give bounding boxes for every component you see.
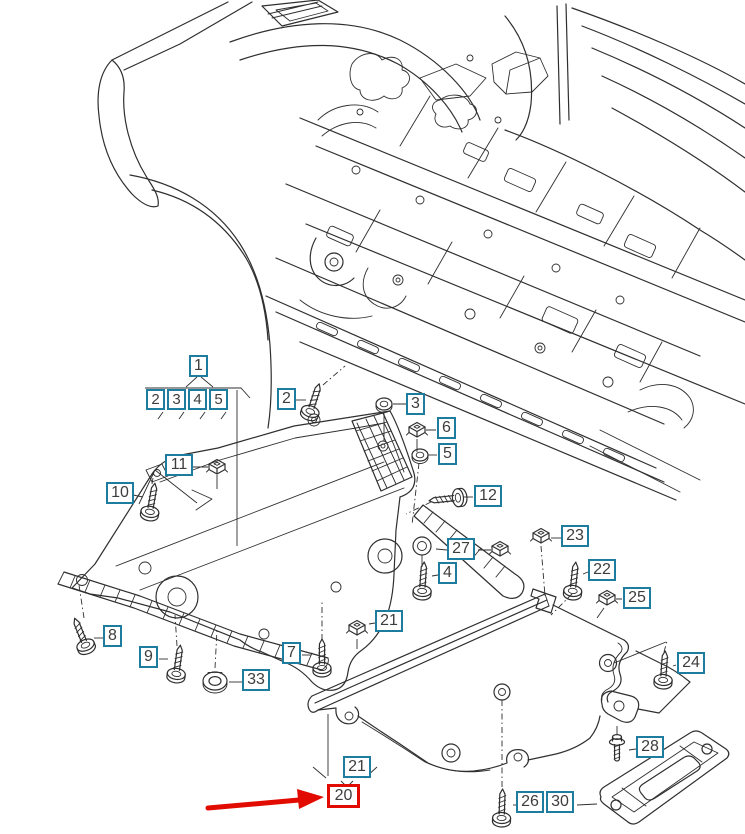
- callout-33[interactable]: 33: [242, 669, 270, 691]
- callout-6[interactable]: 6: [437, 417, 456, 439]
- callout-24[interactable]: 24: [677, 652, 705, 674]
- car-body-art: [97, 0, 745, 501]
- rear-underbody-panel[interactable]: [307, 588, 691, 773]
- callout-2[interactable]: 2: [277, 388, 296, 410]
- callout-28[interactable]: 28: [636, 736, 664, 758]
- edge-trim-strip: [307, 593, 550, 713]
- callout-8[interactable]: 8: [103, 625, 122, 647]
- callout-3[interactable]: 3: [167, 389, 186, 410]
- floor-detail-shapes: [326, 142, 657, 368]
- callout-10[interactable]: 10: [106, 482, 134, 504]
- mesh-grille: [351, 412, 413, 492]
- rocker-slot-details: [316, 321, 625, 463]
- callout-7[interactable]: 7: [282, 642, 301, 664]
- callout-4[interactable]: 4: [188, 389, 207, 410]
- callout-12[interactable]: 12: [474, 485, 502, 507]
- callout-5[interactable]: 5: [209, 389, 228, 410]
- callout-27[interactable]: 27: [447, 538, 475, 560]
- floor-holes: [351, 165, 625, 388]
- callout-1[interactable]: 1: [189, 355, 208, 377]
- callout-4[interactable]: 4: [438, 562, 457, 584]
- callout-9[interactable]: 9: [139, 646, 158, 668]
- callout-21[interactable]: 21: [375, 610, 403, 632]
- callout-5[interactable]: 5: [438, 443, 457, 465]
- callout-23[interactable]: 23: [561, 525, 589, 547]
- callout-30[interactable]: 30: [546, 791, 574, 813]
- callout-21[interactable]: 21: [343, 756, 371, 778]
- callout-3[interactable]: 3: [406, 393, 425, 415]
- callout-26[interactable]: 26: [516, 791, 544, 813]
- callout-2[interactable]: 2: [146, 389, 165, 410]
- callout-11[interactable]: 11: [165, 454, 193, 476]
- callout-25[interactable]: 25: [623, 587, 651, 609]
- callout-20-highlighted[interactable]: 20: [327, 784, 360, 808]
- sill-support-bar[interactable]: [599, 730, 730, 825]
- red-highlight-arrow: [205, 789, 324, 811]
- callout-22[interactable]: 22: [588, 559, 616, 581]
